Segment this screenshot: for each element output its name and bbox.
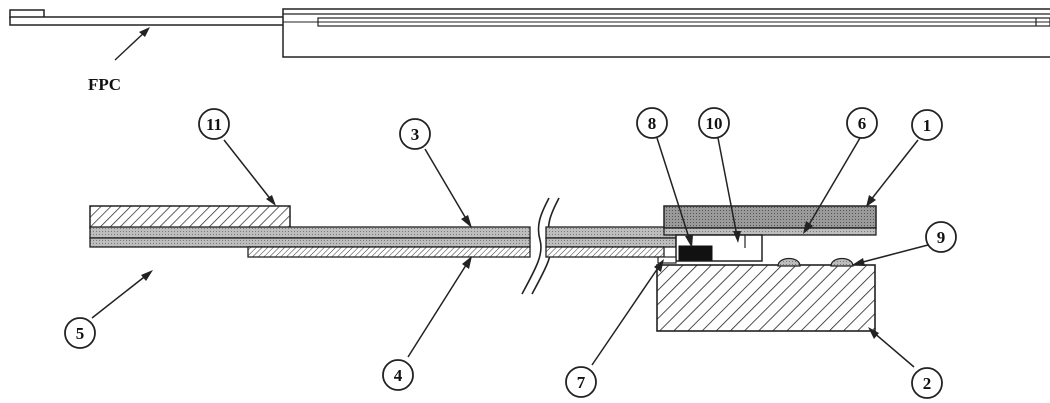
callout-6: 6 — [846, 107, 878, 139]
callout-5: 5 — [64, 317, 96, 349]
callout-9-label: 9 — [937, 228, 946, 247]
callout-2: 2 — [911, 367, 943, 399]
callout-10: 10 — [698, 107, 730, 139]
callout-4: 4 — [382, 359, 414, 391]
callout-10-label: 10 — [706, 114, 723, 133]
callout-11: 11 — [198, 108, 230, 140]
part-5-layer-left — [89, 237, 531, 248]
callout-3: 3 — [399, 118, 431, 150]
callout-11-label: 11 — [206, 115, 222, 134]
part-11-block — [89, 205, 291, 229]
part-3-layer-left — [89, 226, 531, 239]
part-8-block — [678, 245, 713, 261]
callout-5-label: 5 — [76, 324, 85, 343]
part-6-layer — [663, 227, 877, 236]
callout-6-label: 6 — [858, 114, 867, 133]
leaders — [91, 137, 929, 368]
callout-1-label: 1 — [923, 116, 932, 135]
callout-1: 1 — [911, 109, 943, 141]
cross-section — [89, 197, 877, 332]
part-7-spacer — [657, 256, 677, 264]
top-overview: FPC — [9, 8, 1050, 94]
part-1-block — [663, 205, 877, 229]
callout-9: 9 — [925, 221, 957, 253]
fpc-leader-arrow — [139, 27, 150, 37]
panel-outline-outer — [282, 8, 1050, 58]
callout-7: 7 — [565, 366, 597, 398]
callout-2-label: 2 — [923, 374, 932, 393]
callout-7-label: 7 — [577, 373, 586, 392]
part-5-layer-right — [545, 237, 677, 248]
part-4-film-left — [247, 246, 531, 258]
part-4-film-right — [545, 246, 665, 258]
callout-8: 8 — [636, 107, 668, 139]
fpc-strip — [9, 16, 289, 26]
callout-8-label: 8 — [648, 114, 657, 133]
fpc-leader — [114, 29, 148, 61]
part-2-block — [656, 264, 876, 332]
part-9-bumps — [777, 257, 854, 267]
callout-4-label: 4 — [394, 366, 403, 385]
callout-3-label: 3 — [411, 125, 420, 144]
fpc-label: FPC — [88, 75, 121, 94]
